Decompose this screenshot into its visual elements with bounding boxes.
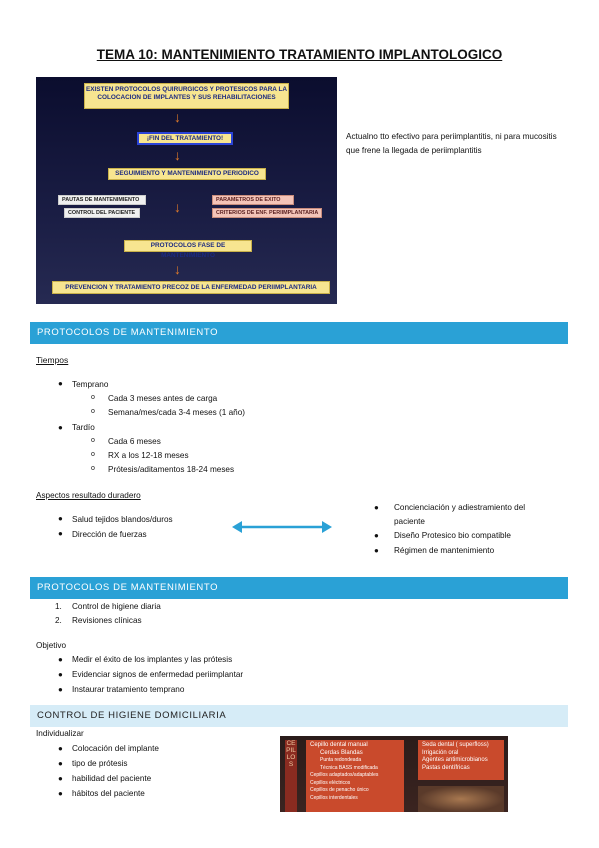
- numbered-item: Revisiones clínicas: [72, 616, 142, 625]
- arrow-down-icon: ↓: [174, 109, 181, 125]
- bullet-icon: ●: [58, 379, 63, 388]
- tardio-item: Cada 6 meses: [108, 437, 161, 446]
- bullet-icon: ●: [58, 759, 63, 768]
- aspecto-right-item: paciente: [394, 517, 425, 526]
- tools-photo: [418, 786, 504, 812]
- arrow-down-icon: ↓: [174, 147, 181, 163]
- bullet-icon: ●: [374, 531, 379, 540]
- circle-bullet-icon: o: [91, 408, 95, 415]
- aspecto-right-item: Concienciación y adiestramiento del: [394, 503, 526, 512]
- temprano-item: Semana/mes/cada 3-4 meses (1 año): [108, 408, 245, 417]
- aspectos-label: Aspectos resultado duradero: [36, 491, 141, 500]
- aid-item: Pastas dentífricas: [422, 764, 470, 771]
- objetivo-label: Objetivo: [36, 641, 67, 650]
- brush-item: Cerdas Blandas: [320, 749, 363, 756]
- page-title: TEMA 10: MANTENIMIENTO TRATAMIENTO IMPLA…: [96, 47, 503, 62]
- bullet-icon: ●: [58, 789, 63, 798]
- aspecto-right-item: Régimen de mantenimiento: [394, 546, 495, 555]
- side-note: Actualno tto efectivo para periimplantit…: [346, 132, 557, 155]
- temprano-item: Cada 3 meses antes de carga: [108, 394, 218, 403]
- bullet-icon: ●: [374, 503, 379, 512]
- circle-bullet-icon: o: [91, 437, 95, 444]
- bullet-icon: ●: [58, 774, 63, 783]
- aid-item: Agentes antimicrobianos: [422, 757, 488, 763]
- objetivo-item: Medir el éxito de los implantes y las pr…: [72, 655, 233, 664]
- brush-item: Cepillos de penacho único: [310, 787, 369, 793]
- tardio-item: RX a los 12-18 meses: [108, 451, 189, 460]
- individualizar-item: tipo de prótesis: [72, 759, 128, 768]
- list-number: 1.: [55, 602, 62, 611]
- bullet-icon: ●: [58, 514, 63, 523]
- list-number: 2.: [55, 616, 62, 625]
- individualizar-item: Colocación del implante: [72, 744, 159, 753]
- tardio-label: Tardío: [72, 423, 95, 432]
- section-heading-protocolos: PROTOCOLOS DE MANTENIMIENTO: [30, 322, 568, 344]
- diagram-box-criterios: CRITERIOS DE ENF. PERIIMPLANTARIA: [212, 208, 322, 218]
- diagram-box-protocols: EXISTEN PROTOCOLOS QUIRURGICOS Y PROTESI…: [84, 83, 289, 109]
- bullet-icon: ●: [58, 744, 63, 753]
- bullet-icon: ●: [58, 685, 63, 694]
- diagram-box-prevencion: PREVENCION Y TRATAMIENTO PRECOZ DE LA EN…: [52, 281, 330, 294]
- circle-bullet-icon: o: [91, 394, 95, 401]
- temprano-label: Temprano: [72, 380, 109, 389]
- aid-item: Seda dental ( superfloss): [422, 742, 489, 748]
- brush-item: Cepillos eléctricos: [310, 779, 351, 786]
- brush-item: Técnica BASS modificada: [320, 764, 378, 771]
- individualizar-label: Individualizar: [36, 729, 84, 738]
- bullet-icon: ●: [58, 655, 63, 664]
- bullet-icon: ●: [374, 546, 379, 555]
- aspecto-item: Dirección de fuerzas: [72, 530, 147, 539]
- bullet-icon: ●: [58, 423, 63, 432]
- arrow-down-icon: ↓: [174, 261, 181, 277]
- circle-bullet-icon: o: [91, 465, 95, 472]
- diagram-box-pautas: PAUTAS DE MANTENIMIENTO: [58, 195, 146, 205]
- brush-item: Cepillo dental manual: [310, 742, 368, 748]
- bullet-icon: ●: [58, 670, 63, 679]
- brush-list: Cepillo dental manual Cerdas Blandas Pun…: [306, 740, 404, 812]
- diagram-box-followup: SEGUIMIENTO Y MANTENIMIENTO PERIODICO: [108, 168, 266, 180]
- bullet-icon: ●: [58, 529, 63, 538]
- section-heading-protocolos-2: PROTOCOLOS DE MANTENIMIENTO: [30, 577, 568, 599]
- aspecto-item: Salud tejidos blandos/duros: [72, 515, 173, 524]
- diagram-box-parametros: PARAMETROS DE EXITO: [212, 195, 294, 205]
- individualizar-item: hábitos del paciente: [72, 789, 145, 798]
- aspecto-right-item: Diseño Protesico bio compatible: [394, 531, 511, 540]
- brush-item: Cepillos adaptados/adaptables: [310, 772, 379, 778]
- brush-item: Cepillos interdentales: [310, 794, 358, 801]
- brush-item: Punta redondeada: [320, 757, 362, 763]
- double-arrow-icon: [232, 521, 332, 533]
- objetivo-item: Evidenciar signos de enfermedad periimpl…: [72, 670, 244, 679]
- flow-diagram: EXISTEN PROTOCOLOS QUIRURGICOS Y PROTESI…: [36, 77, 337, 304]
- circle-bullet-icon: o: [91, 451, 95, 458]
- tardio-item: Prótesis/aditamentos 18-24 meses: [108, 465, 235, 474]
- hygiene-slide-image: CEPILLOS Cepillo dental manual Cerdas Bl…: [280, 736, 508, 812]
- diagram-box-control: CONTROL DEL PACIENTE: [64, 208, 140, 218]
- diagram-box-end: ¡FIN DEL TRATAMIENTO!: [137, 132, 233, 145]
- tiempos-label: Tiempos: [36, 355, 69, 365]
- cepillos-vertical-label: CEPILLOS: [285, 740, 297, 812]
- aids-list: Seda dental ( superfloss) Irrigación ora…: [418, 740, 504, 780]
- individualizar-item: habilidad del paciente: [72, 774, 152, 783]
- aid-item: Irrigación oral: [422, 749, 459, 756]
- section-heading-higiene: CONTROL DE HIGIENE DOMICILIARIA: [30, 705, 568, 727]
- diagram-box-fase: PROTOCOLOS FASE DE MANTENIMIENTO: [124, 240, 252, 259]
- numbered-item: Control de higiene diaria: [72, 602, 161, 611]
- objetivo-item: Instaurar tratamiento temprano: [72, 685, 185, 694]
- arrow-down-icon: ↓: [174, 199, 181, 215]
